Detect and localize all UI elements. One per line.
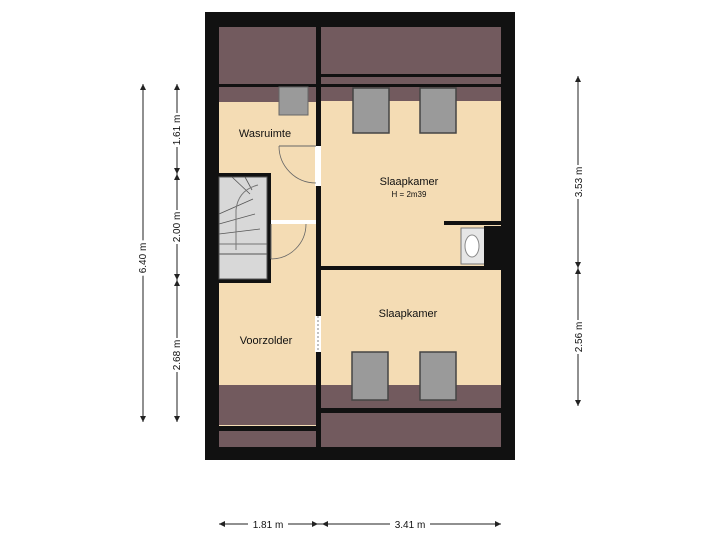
dimension-left-top-label: 1.61 m xyxy=(172,115,183,146)
washing-machine xyxy=(278,86,309,116)
dimension-left-total-label-text: 6.40 m xyxy=(138,243,149,274)
dimension-left-bottom-label: 2.68 m xyxy=(172,340,183,371)
room-label-slaapkamer-bottom: Slaapkamer xyxy=(379,308,438,320)
low-ceiling-zone xyxy=(321,27,501,74)
dimension-label-bg xyxy=(390,517,430,531)
interior-wall xyxy=(321,74,501,77)
room-label-wasruimte: Wasruimte xyxy=(239,128,291,140)
low-ceiling-zone xyxy=(321,76,501,101)
interior-wall xyxy=(316,27,321,447)
dimension-label-bg xyxy=(170,338,184,372)
interior-wall xyxy=(267,173,271,283)
low-ceiling-zone xyxy=(219,385,316,425)
room-height-note: H = 2m39 xyxy=(392,190,427,199)
bed xyxy=(352,87,390,134)
dimension-right-top-label: 3.53 m xyxy=(574,167,585,198)
dimension-left-total-label: 6.40 m xyxy=(138,243,149,274)
room-label-slaapkamer-top: Slaapkamer xyxy=(380,176,439,188)
interior-wall xyxy=(321,266,501,270)
door-wasruimte xyxy=(278,145,321,186)
low-ceiling-zone xyxy=(321,385,501,408)
interior-wall xyxy=(219,84,501,87)
dimension-label-bg xyxy=(571,165,585,199)
staircase xyxy=(218,176,268,280)
door-voorzolder xyxy=(270,220,316,260)
dimension-bottom-right-label: 3.41 m xyxy=(395,520,426,531)
dimension-label-bg xyxy=(571,320,585,354)
dimension-right-segments xyxy=(575,76,581,406)
interior-wall xyxy=(215,279,271,283)
interior-wall xyxy=(215,173,271,177)
interior-wall xyxy=(321,408,501,412)
dimension-label-bg xyxy=(248,517,288,531)
dimension-label-bg xyxy=(170,113,184,147)
bed xyxy=(419,351,457,401)
room-label-voorzolder: Voorzolder xyxy=(240,335,293,347)
dimension-bottom-left-label: 1.81 m xyxy=(253,520,284,531)
interior-wall xyxy=(219,426,316,430)
bed xyxy=(351,351,389,401)
low-ceiling-zone xyxy=(321,413,501,447)
interior-wall xyxy=(444,221,501,225)
dimension-right-bottom-label: 2.56 m xyxy=(574,322,585,353)
dimension-left-total xyxy=(140,84,146,422)
dimension-label-bg xyxy=(170,210,184,244)
washbasin xyxy=(460,226,501,268)
dimension-left-middle-label: 2.00 m xyxy=(172,212,183,243)
bed xyxy=(419,87,457,134)
low-ceiling-zone xyxy=(219,431,316,447)
low-ceiling-zone xyxy=(219,27,316,84)
door-slaapkamer-bottom xyxy=(315,316,321,352)
